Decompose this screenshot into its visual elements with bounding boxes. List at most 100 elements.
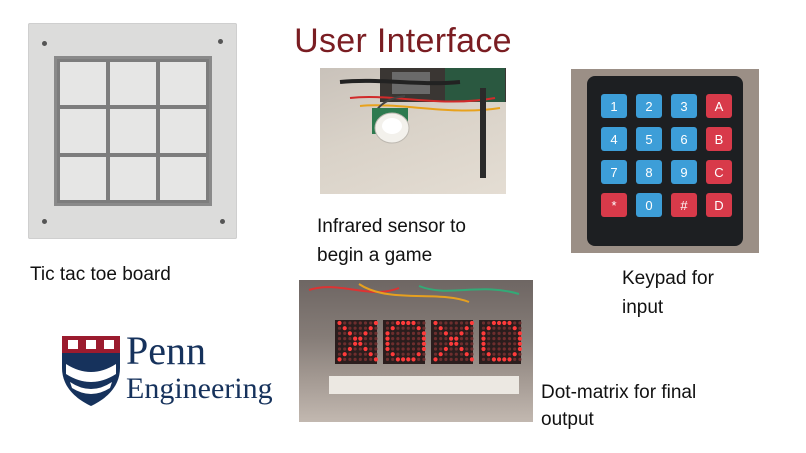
led-dot [348, 352, 352, 356]
led-dot [421, 341, 426, 346]
logo-penn-text: Penn [126, 328, 206, 373]
led-dot [391, 331, 395, 335]
keypad-key: 8 [636, 160, 662, 184]
led-dot [406, 320, 411, 326]
led-dot [369, 347, 373, 351]
led-dot [406, 352, 410, 356]
led-dot [470, 331, 474, 335]
led-dot [358, 347, 362, 351]
led-dot [487, 331, 491, 335]
keypad-key: A [706, 94, 732, 118]
led-dot [497, 326, 501, 330]
led-dot [385, 336, 390, 341]
led-dot [401, 331, 405, 335]
led-dot [443, 331, 448, 336]
led-dot [507, 347, 512, 351]
led-dot [454, 321, 458, 325]
led-dot [486, 352, 491, 357]
led-dot [353, 352, 357, 356]
led-dot [502, 337, 506, 341]
led-dot [518, 352, 522, 356]
led-dot [469, 357, 474, 362]
led-dot [353, 331, 357, 335]
led-dot [487, 342, 491, 346]
led-dot [396, 347, 400, 351]
led-dot [391, 337, 395, 341]
led-dot [347, 346, 352, 352]
led-dot [411, 337, 416, 341]
led-dot [390, 352, 395, 357]
led-dot [363, 352, 368, 356]
led-dot [502, 331, 506, 335]
led-dot [347, 331, 352, 336]
led-dot [459, 342, 464, 346]
led-dot [417, 337, 421, 341]
tic-tac-toe-board-photo [28, 23, 237, 239]
led-dot [411, 357, 416, 362]
led-dot [353, 347, 357, 351]
led-dot [507, 320, 512, 326]
led-dot [465, 331, 469, 335]
led-dot [369, 357, 373, 361]
led-dot [518, 321, 522, 325]
led-dot [433, 326, 438, 330]
led-dot [507, 337, 512, 341]
led-dot [411, 352, 416, 356]
led-dot [491, 320, 496, 326]
led-dot [502, 357, 507, 362]
led-dot [449, 341, 454, 346]
penn-shield-icon [62, 336, 120, 406]
slide-title: User Interface [294, 22, 512, 60]
keypad-key: D [706, 193, 732, 217]
led-dot [507, 326, 512, 330]
led-dot [385, 341, 390, 346]
led-dot [449, 331, 453, 335]
led-dot [449, 336, 454, 341]
led-dot [401, 337, 405, 341]
led-dot [502, 347, 506, 351]
led-dot [444, 337, 448, 341]
led-dot [374, 331, 378, 335]
led-dot [454, 357, 458, 361]
led-dot [343, 347, 347, 351]
led-dot [417, 347, 421, 351]
led-dot [343, 331, 347, 335]
led-dot [439, 337, 443, 341]
led-dot [492, 331, 496, 335]
led-dot [411, 342, 416, 346]
led-dot [433, 337, 438, 341]
led-dot [433, 331, 438, 335]
led-dot [459, 357, 464, 361]
sensor-caption-line1: Infrared sensor to [317, 216, 466, 237]
keypad-caption-line1: Keypad for [622, 268, 714, 289]
keypad-key: 2 [636, 94, 662, 118]
led-dot [353, 357, 357, 361]
led-dot [497, 357, 502, 362]
led-dot [374, 347, 378, 351]
led-dot [385, 331, 390, 336]
led-dot [449, 347, 453, 351]
led-dot [348, 321, 352, 325]
led-dot [374, 337, 378, 341]
logo-engineering-text: Engineering [126, 372, 273, 405]
led-dot [481, 341, 486, 346]
led-dot [401, 352, 405, 356]
led-dot [497, 342, 501, 346]
led-dot [465, 342, 469, 346]
led-dot [449, 352, 453, 356]
led-dot [513, 321, 517, 325]
led-dot [459, 337, 464, 341]
led-dot [492, 352, 496, 356]
led-dot [373, 320, 378, 326]
led-dot [444, 321, 448, 325]
led-dot [411, 331, 416, 335]
led-dot [401, 320, 406, 326]
keypad-key: 6 [671, 127, 697, 151]
led-dot [422, 326, 426, 330]
led-dot [469, 320, 474, 326]
led-dot [337, 342, 342, 346]
led-dot [396, 352, 400, 356]
led-dot [337, 347, 342, 351]
led-dot [343, 357, 347, 361]
